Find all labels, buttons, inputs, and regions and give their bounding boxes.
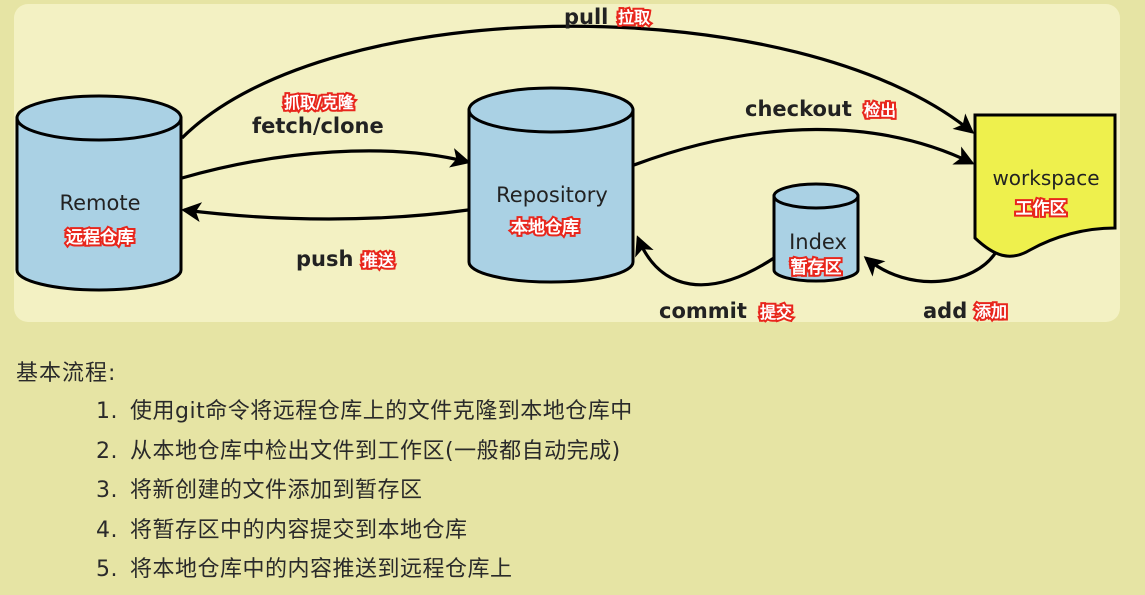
add-label: add (923, 299, 967, 323)
workspace-shape: workspace 工作区 (973, 113, 1117, 258)
step-number: 4. (96, 517, 118, 543)
step-number: 2. (96, 438, 118, 464)
remote-sublabel: 远程仓库 (66, 227, 134, 248)
remote-label: Remote (59, 191, 140, 215)
step-text: 将暂存区中的内容提交到本地仓库 (130, 517, 468, 543)
pull-label: pull (564, 5, 608, 29)
flow-step: 5. 将本地仓库中的内容推送到远程仓库上 (96, 550, 633, 590)
flow-step: 2. 从本地仓库中检出文件到工作区(一般都自动完成) (96, 432, 633, 472)
step-number: 1. (96, 399, 118, 424)
push-arrow (181, 202, 469, 223)
commit-label: commit (659, 299, 747, 323)
workspace-sublabel: 工作区 (1016, 198, 1067, 219)
pull-sublabel: 拉取 (618, 8, 650, 27)
push-sublabel: 推送 (362, 251, 395, 270)
flow-step: 3. 将新创建的文件添加到暂存区 (96, 471, 633, 511)
step-text: 将本地仓库中的内容推送到远程仓库上 (130, 557, 513, 582)
flow-steps-list: 1. 使用git命令将远程仓库上的文件克隆到本地仓库中 2. 从本地仓库中检出文件到… (96, 392, 633, 590)
fetch-clone-arrow (181, 148, 471, 180)
repository-cylinder: Repository 本地仓库 (467, 86, 635, 284)
index-cylinder: Index 暂存区 (772, 182, 860, 283)
flow-step: 4. 将暂存区中的内容提交到本地仓库 (96, 511, 633, 551)
checkout-label: checkout (745, 97, 852, 121)
repository-label: Repository (496, 183, 608, 207)
commit-arrow (635, 235, 775, 287)
remote-cylinder: Remote 远程仓库 (15, 94, 183, 292)
fetch-clone-label: fetch/clone (252, 114, 384, 138)
step-text: 使用git命令将远程仓库上的文件克隆到本地仓库中 (130, 399, 633, 424)
add-arrow (863, 251, 998, 284)
fetch-clone-sublabel: 抓取/克隆 (284, 93, 355, 112)
repository-sublabel: 本地仓库 (511, 217, 579, 238)
checkout-sublabel: 检出 (864, 101, 896, 120)
add-sublabel: 添加 (975, 302, 1007, 321)
commit-sublabel: 提交 (760, 303, 792, 322)
index-label: Index (789, 230, 847, 254)
step-number: 3. (96, 478, 118, 503)
step-text: 将新创建的文件添加到暂存区 (130, 478, 423, 503)
index-sublabel: 暂存区 (791, 257, 842, 278)
pull-arrow (180, 24, 975, 140)
flow-title: 基本流程: (16, 361, 117, 386)
flow-step: 1. 使用git命令将远程仓库上的文件克隆到本地仓库中 (96, 392, 633, 432)
push-label: push (296, 247, 353, 271)
checkout-arrow (633, 127, 975, 167)
git-workflow-diagram: Remote 远程仓库 Repository 本地仓库 Index 暂存区 wo… (14, 4, 1120, 324)
step-number: 5. (96, 557, 118, 582)
workspace-label: workspace (992, 166, 1099, 190)
step-text: 从本地仓库中检出文件到工作区(一般都自动完成) (130, 438, 621, 464)
